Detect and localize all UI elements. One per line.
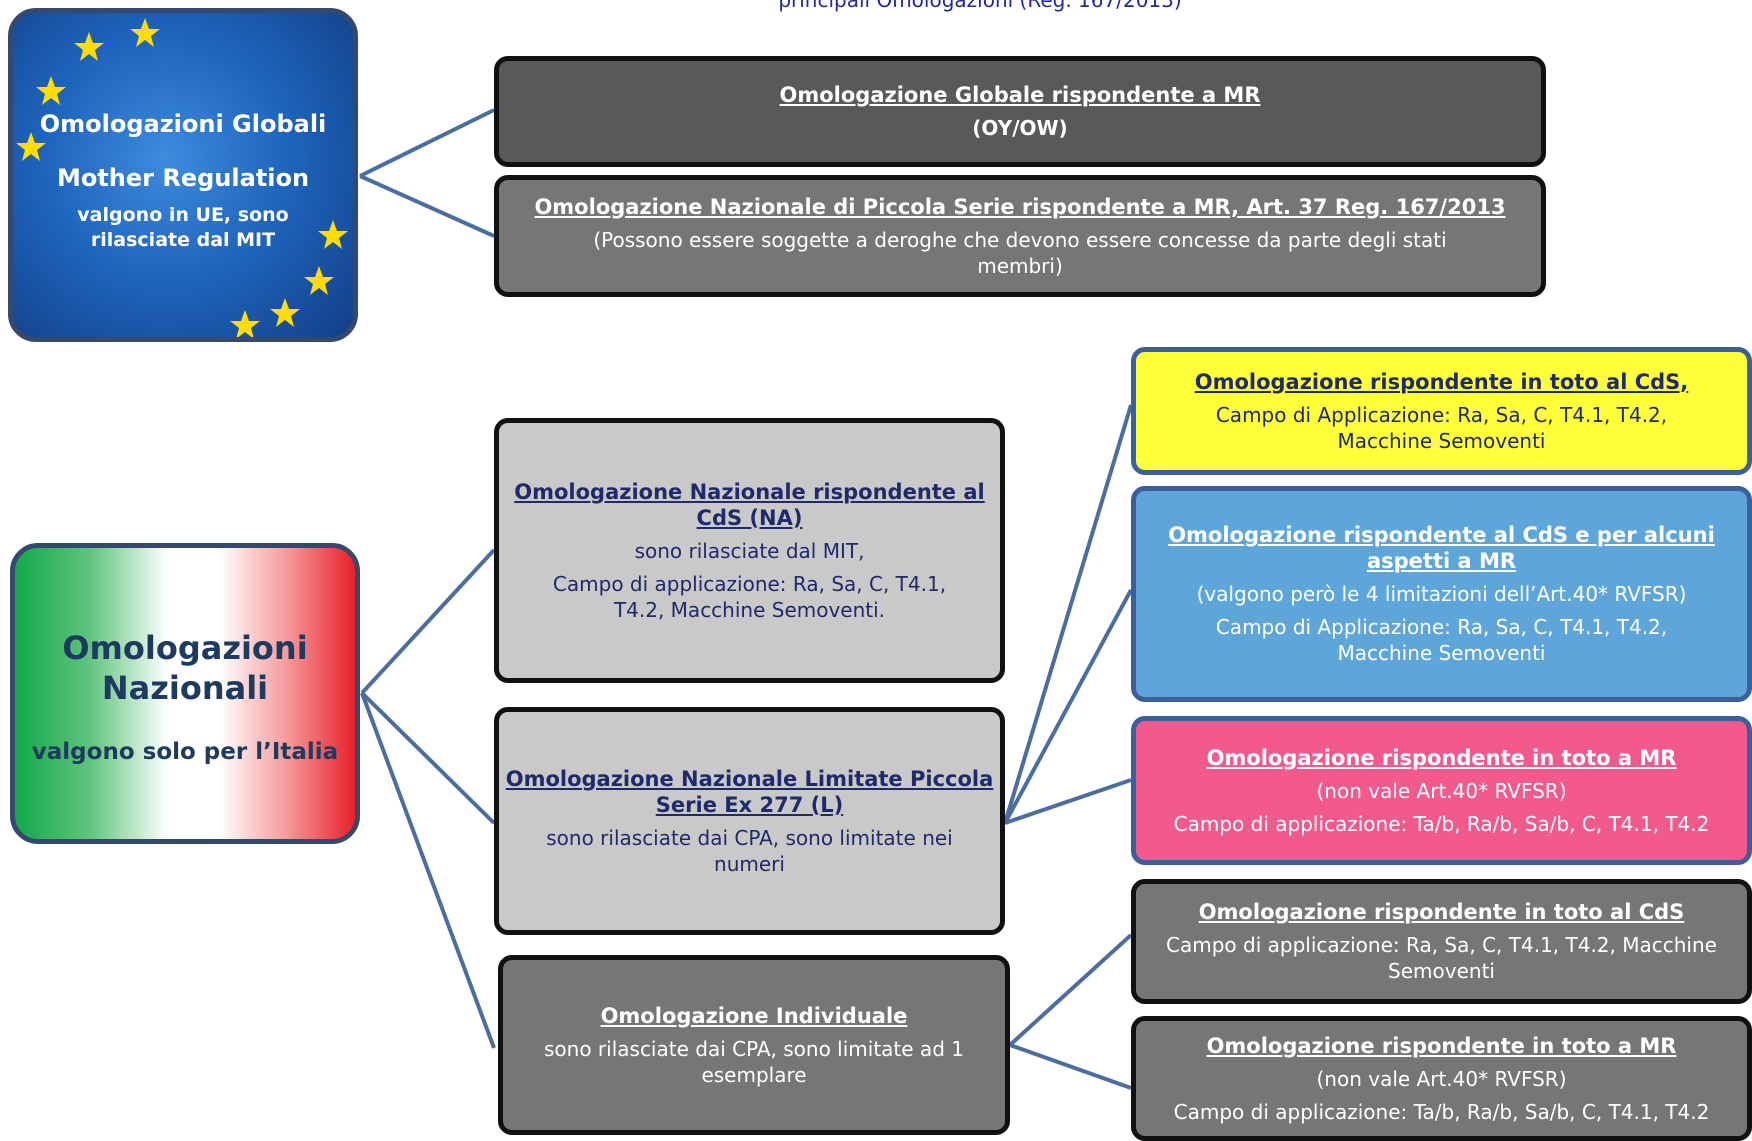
national-subtitle: valgono solo per l’Italia bbox=[31, 739, 339, 765]
connector-global-to-small-series bbox=[359, 174, 495, 238]
mr-global-box: Omologazione Globale rispondente a MR (O… bbox=[494, 56, 1546, 167]
global-title: Omologazioni Globali bbox=[39, 110, 327, 138]
individual-cds-box: Omologazione rispondente in toto al CdS … bbox=[1131, 879, 1752, 1004]
star-icon bbox=[130, 18, 160, 47]
connector-individual-to-cds bbox=[1008, 933, 1133, 1047]
star-icon bbox=[318, 220, 348, 249]
connector-global-to-mr bbox=[359, 108, 495, 178]
connector-individual-to-mr bbox=[1009, 1043, 1132, 1090]
na-box: Omologazione Nazionale rispondente al Cd… bbox=[494, 418, 1005, 683]
individual-box: Omologazione Individuale sono rilasciate… bbox=[498, 955, 1010, 1135]
star-icon bbox=[74, 32, 104, 61]
yellow-cds-box: Omologazione rispondente in toto al CdS,… bbox=[1131, 347, 1752, 475]
pink-mr-box: Omologazione rispondente in toto a MR (n… bbox=[1131, 716, 1752, 865]
connector-national-to-limited bbox=[360, 691, 496, 825]
star-icon bbox=[304, 266, 334, 295]
connector-limited-to-blue bbox=[1003, 589, 1133, 824]
star-icon bbox=[36, 76, 66, 105]
national-approvals-panel: Omologazioni Nazionali valgono solo per … bbox=[10, 543, 360, 844]
global-approvals-panel: Omologazioni Globali Mother Regulation v… bbox=[8, 8, 358, 342]
star-icon bbox=[270, 298, 300, 327]
connector-limited-to-yellow bbox=[1003, 404, 1133, 824]
star-icon bbox=[230, 310, 260, 337]
individual-mr-box: Omologazione rispondente in toto a MR (n… bbox=[1131, 1016, 1752, 1141]
national-title: Omologazioni Nazionali bbox=[62, 629, 308, 707]
connector-national-to-na bbox=[360, 548, 496, 695]
limited-series-box: Omologazione Nazionale Limitate Piccola … bbox=[494, 707, 1005, 935]
blue-cds-mr-box: Omologazione rispondente al CdS e per al… bbox=[1131, 486, 1752, 702]
global-desc: valgono in UE, sono rilasciate dal MIT bbox=[77, 204, 289, 251]
connector-national-to-individual bbox=[360, 692, 496, 1049]
star-icon bbox=[16, 132, 46, 161]
connector-limited-to-pink bbox=[1004, 778, 1132, 825]
top-caption: principali Omologazioni (Reg. 167/2013) bbox=[778, 0, 1182, 12]
small-series-box: Omologazione Nazionale di Piccola Serie … bbox=[494, 175, 1546, 297]
global-subtitle: Mother Regulation bbox=[56, 164, 310, 192]
